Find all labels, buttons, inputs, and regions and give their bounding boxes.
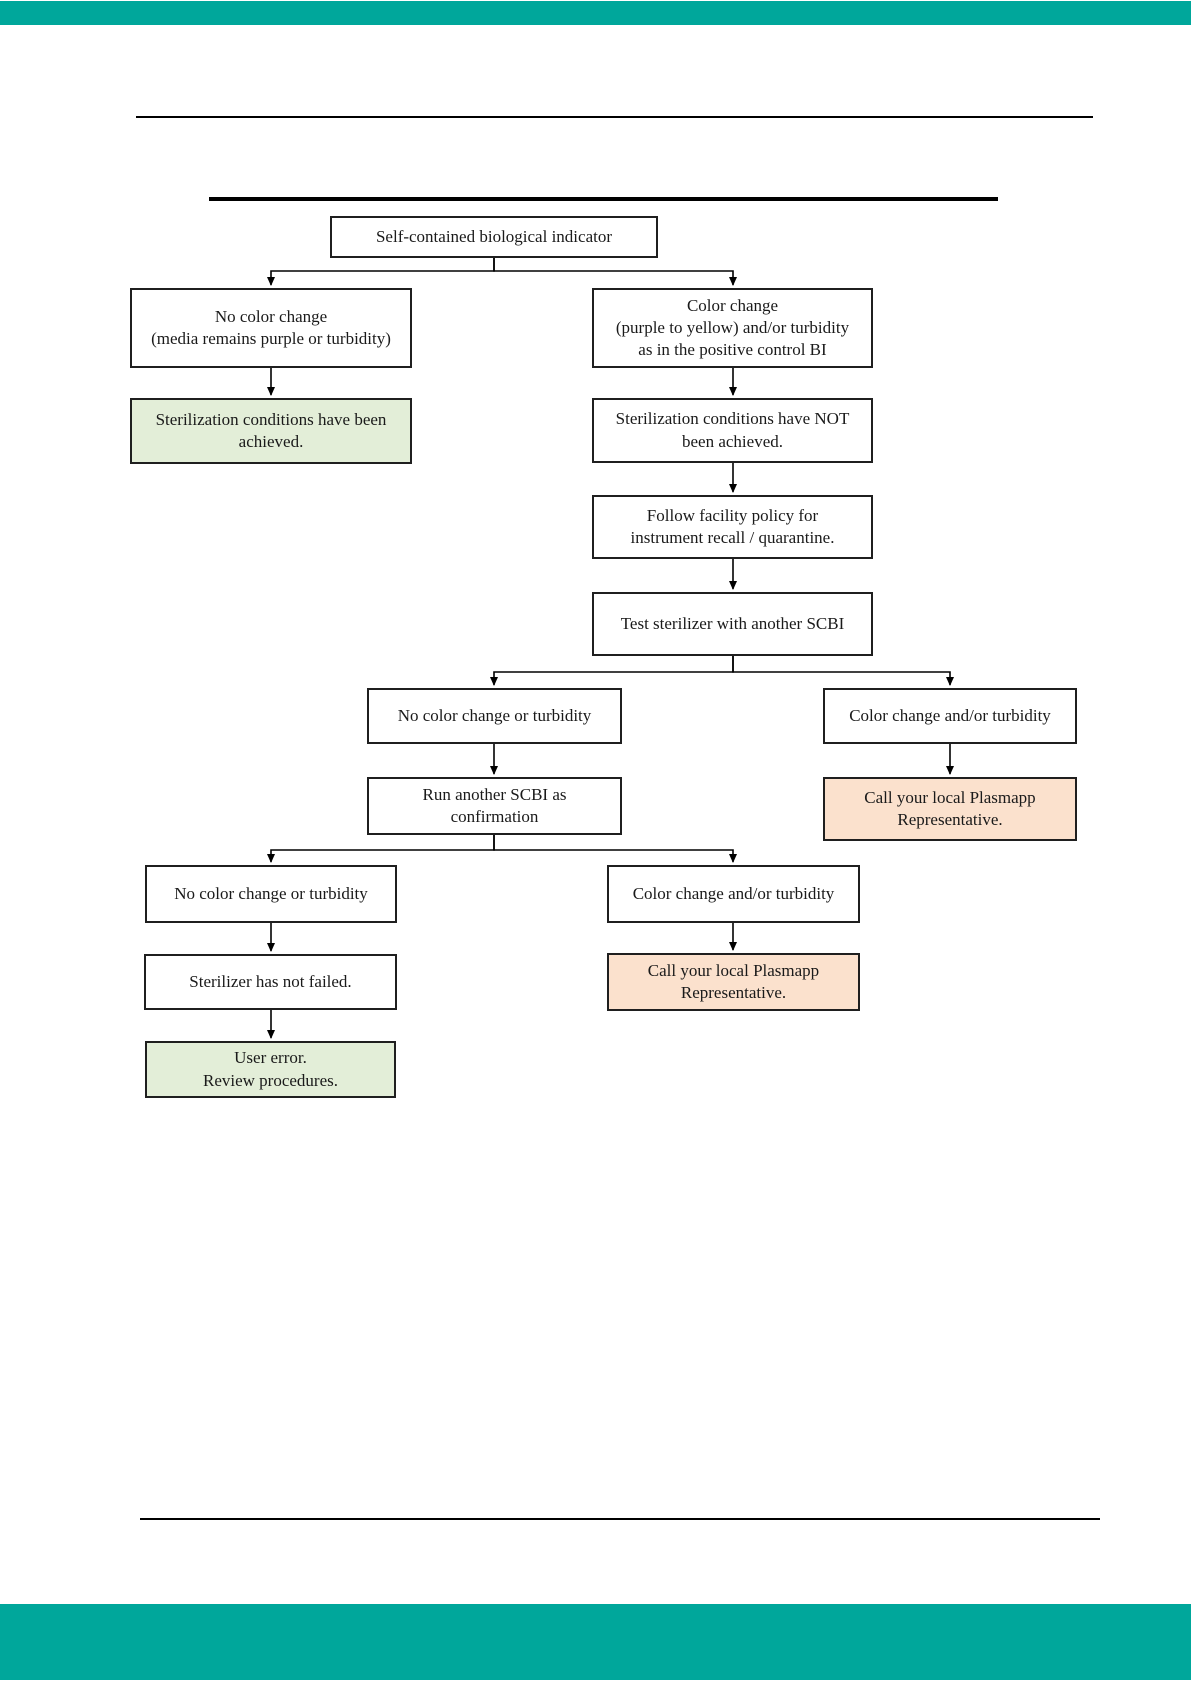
flow-node-color-change-1: Color change(purple to yellow) and/or tu… xyxy=(592,288,873,368)
flow-node-text: Review procedures. xyxy=(202,1070,338,1090)
flow-node-text: Call your local Plasmapp xyxy=(864,787,1036,807)
flow-connector xyxy=(493,835,737,863)
header-rule xyxy=(136,116,1093,118)
flow-node-text: Color change and/or turbidity xyxy=(632,883,835,903)
flow-node-text: No color change or turbidity xyxy=(174,883,368,903)
flow-node-text: Follow facility policy for xyxy=(646,505,819,525)
flow-node-user-error: User error.Review procedures. xyxy=(145,1041,396,1098)
flow-node-follow-facility-policy: Follow facility policy for instrument rec… xyxy=(592,495,873,559)
flow-node-text: Sterilization conditions have been xyxy=(155,409,387,429)
flow-node-text: (media remains purple or turbidity) xyxy=(151,329,391,348)
flow-node-color-change-3: Color change and/or turbidity xyxy=(607,865,860,923)
flow-node-color-change-2: Color change and/or turbidity xyxy=(823,688,1077,744)
flow-node-text: User error. xyxy=(234,1048,307,1068)
flow-node-text: No color change or turbidity xyxy=(397,705,592,725)
page-footer-bar xyxy=(0,1604,1191,1680)
flow-connector xyxy=(732,656,954,686)
flow-node-sterilization-achieved: Sterilization conditions have been achiev… xyxy=(130,398,412,464)
flow-node-text: Call your local Plasmapp xyxy=(647,960,820,980)
flow-connector xyxy=(490,656,734,686)
flow-node-text: achieved. xyxy=(238,432,304,451)
flow-node-text: Color change xyxy=(686,295,779,315)
flow-node-run-another-scbi: Run another SCBI as confirmation xyxy=(367,777,622,835)
footer-rule xyxy=(140,1518,1100,1520)
flow-node-text: Run another SCBI as xyxy=(422,784,567,804)
flow-connector xyxy=(493,258,737,286)
flow-connector xyxy=(267,258,495,286)
flow-node-text: Color change and/or turbidity xyxy=(849,705,1051,725)
page-header-bar xyxy=(0,1,1191,25)
flow-node-text: (purple to yellow) and/or turbidity xyxy=(615,317,850,337)
flow-node-text: Self-contained biological indicator xyxy=(375,226,613,246)
flow-node-no-color-change-1: No color change (media remains purple or … xyxy=(130,288,412,368)
flow-node-text: Sterilizer has not failed. xyxy=(189,971,352,991)
flow-node-text: been achieved. xyxy=(682,431,783,451)
flow-node-no-color-change-3: No color change or turbidity xyxy=(145,865,397,923)
flow-node-sterilizer-not-failed: Sterilizer has not failed. xyxy=(144,954,397,1010)
flow-node-text: Representative. xyxy=(680,983,787,1002)
flow-node-text: Representative. xyxy=(897,810,1003,829)
flow-node-scbi-root: Self-contained biological indicator xyxy=(330,216,658,258)
flow-node-text: instrument recall / quarantine. xyxy=(630,528,835,547)
flow-node-text: confirmation xyxy=(450,807,539,826)
flow-node-text: as in the positive control BI xyxy=(638,340,827,360)
flow-connector xyxy=(267,835,495,863)
flow-node-text: Test sterilizer with another SCBI xyxy=(620,613,845,633)
flow-node-no-color-change-2: No color change or turbidity xyxy=(367,688,622,744)
flow-node-text: No color change xyxy=(214,306,328,326)
flow-node-text: Sterilization conditions have NOT xyxy=(615,409,850,429)
section-title-rule xyxy=(209,197,998,201)
flow-node-test-sterilizer: Test sterilizer with another SCBI xyxy=(592,592,873,656)
